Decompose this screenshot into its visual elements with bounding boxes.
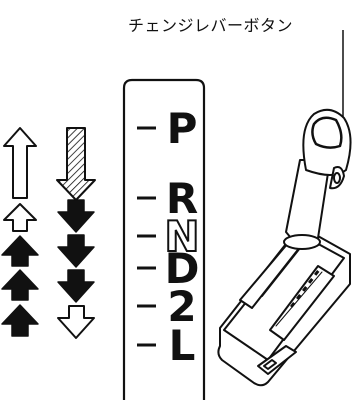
callout-label: チェンジレバーボタン [128,16,294,35]
position-l: L [169,321,196,370]
hollow-down-arrow-icon [57,305,95,339]
change-lever-button-callout: チェンジレバーボタン [128,12,342,36]
shift-gate-panel [122,78,206,400]
solid-up-arrows [1,235,39,337]
long-hollow-up-arrow-icon [3,127,37,199]
hatched-down-arrow-icon [56,127,96,201]
solid-up-arrow-icon [1,269,39,301]
position-n: N [164,212,199,261]
indicator-strip [269,265,335,341]
position-2: 2 [167,282,196,331]
solid-down-arrow-icon [57,199,95,233]
solid-down-arrow-icon [57,269,95,303]
change-lever-button-icon [311,116,343,149]
position-r: R [166,174,198,223]
hollow-up-arrows [3,127,37,232]
shift-lever-illustration [217,108,352,387]
solid-up-arrow-icon [1,304,39,337]
short-hollow-up-arrow-icon [3,203,37,232]
solid-down-arrows [57,199,95,303]
solid-down-arrow-icon [57,234,95,268]
position-letters: P R N D 2 L [163,104,200,370]
position-p: P [167,104,198,153]
solid-up-arrow-icon [1,235,39,267]
position-d: D [165,244,200,293]
position-ticks [137,126,156,347]
